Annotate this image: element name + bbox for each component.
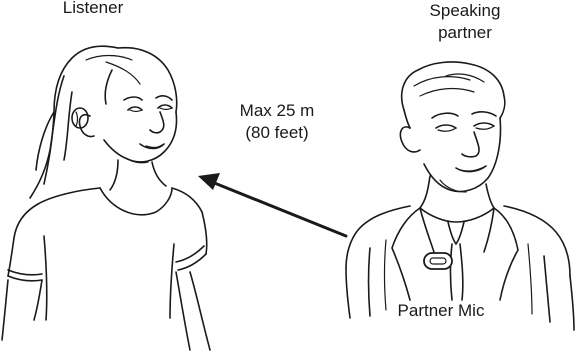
partner-mic-label-text: Partner Mic [398, 301, 485, 320]
listener-label: Listener [38, 0, 148, 19]
speaker-face [400, 112, 500, 192]
speaker-label: Speaking partner [410, 0, 520, 44]
listener-label-text: Listener [63, 0, 123, 17]
clip-microphone-icon [424, 253, 452, 269]
distance-label-line2: (80 feet) [212, 122, 342, 144]
speaker-label-line2: partner [410, 22, 520, 44]
distance-label-line1: Max 25 m [212, 100, 342, 122]
speaker-hair [402, 62, 505, 128]
distance-label: Max 25 m (80 feet) [212, 100, 342, 144]
speaker-label-line1: Speaking [410, 0, 520, 22]
partner-mic-label: Partner Mic [376, 300, 506, 322]
